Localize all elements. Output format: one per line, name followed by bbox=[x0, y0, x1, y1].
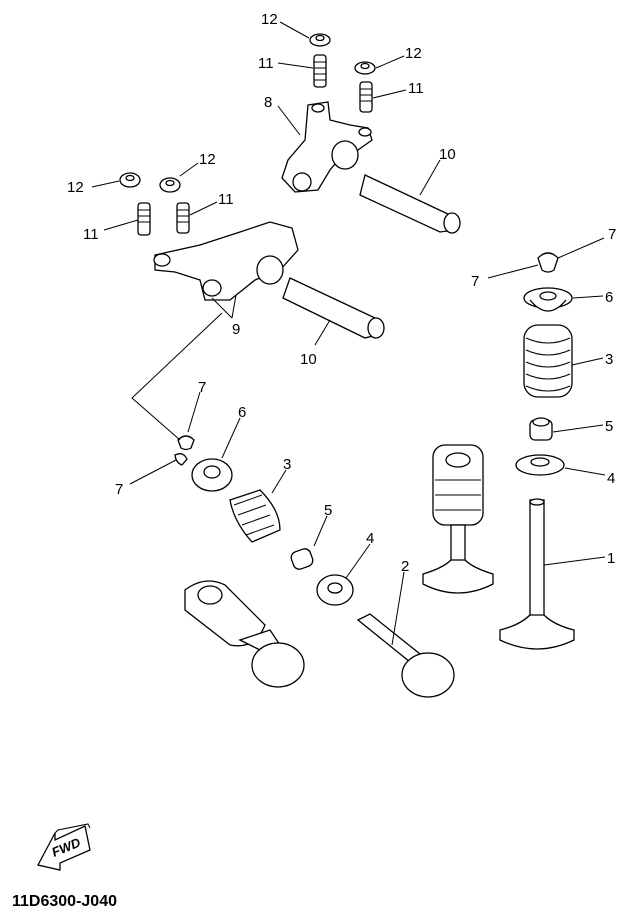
parts-drawing bbox=[119, 33, 575, 698]
forward-direction-arrow-icon: FWD bbox=[37, 823, 91, 871]
locknut-left-2 bbox=[159, 177, 181, 193]
spring-retainer-left bbox=[191, 458, 233, 492]
adjuster-upper-right bbox=[359, 81, 373, 113]
valve-stem-seal-right bbox=[529, 417, 553, 441]
valve-spring-left bbox=[229, 489, 281, 543]
locknut-upper-right bbox=[354, 61, 376, 75]
leader-lines bbox=[91, 21, 606, 646]
callout-8: 8 bbox=[264, 94, 272, 111]
callout-10: 10 bbox=[439, 146, 456, 163]
callout-9: 9 bbox=[232, 321, 240, 338]
callout-11: 11 bbox=[258, 55, 274, 72]
spring-seat-right bbox=[515, 454, 565, 476]
callout-11: 11 bbox=[408, 80, 424, 97]
rocker-arm-upper bbox=[281, 101, 373, 193]
callout-3: 3 bbox=[605, 351, 613, 368]
callout-5: 5 bbox=[324, 502, 332, 519]
callout-labels: 12 11 12 11 8 10 12 12 11 11 7 7 6 9 3 1… bbox=[67, 11, 616, 575]
locknut-upper-left bbox=[309, 33, 331, 47]
valve-assembly-left bbox=[184, 580, 305, 688]
callout-7: 7 bbox=[608, 226, 616, 243]
callout-12: 12 bbox=[261, 11, 278, 28]
locknut-left-1 bbox=[119, 172, 141, 188]
drawing-code: 11D6300-J040 bbox=[12, 893, 117, 910]
spring-retainer-right bbox=[523, 287, 573, 312]
adjuster-upper-left bbox=[313, 54, 327, 88]
callout-3: 3 bbox=[283, 456, 291, 473]
callout-5: 5 bbox=[605, 418, 613, 435]
callout-6: 6 bbox=[605, 289, 613, 306]
rocker-shaft-upper bbox=[359, 174, 461, 234]
callout-6: 6 bbox=[238, 404, 246, 421]
adjuster-left-1 bbox=[137, 202, 151, 236]
rocker-shaft-lower bbox=[282, 277, 385, 339]
callout-11: 11 bbox=[83, 226, 99, 243]
spring-seat-left bbox=[316, 574, 354, 606]
callout-7: 7 bbox=[115, 481, 123, 498]
callout-2: 2 bbox=[401, 558, 409, 575]
valve-cotter-right bbox=[537, 252, 559, 273]
valve-stem-seal-left bbox=[290, 548, 314, 570]
callout-11: 11 bbox=[218, 191, 234, 208]
callout-4: 4 bbox=[607, 470, 615, 487]
callout-12: 12 bbox=[405, 45, 422, 62]
rocker-arm-lower bbox=[153, 221, 299, 301]
valve-assembly-center bbox=[422, 444, 494, 594]
valve-intake bbox=[356, 613, 455, 698]
callout-1: 1 bbox=[607, 550, 615, 567]
valve-cotter-left bbox=[174, 435, 195, 466]
callout-7: 7 bbox=[198, 379, 206, 396]
callout-12: 12 bbox=[199, 151, 216, 168]
callout-7: 7 bbox=[471, 273, 479, 290]
valve-exhaust bbox=[499, 498, 575, 650]
adjuster-left-2 bbox=[176, 202, 190, 234]
callout-4: 4 bbox=[366, 530, 374, 547]
valve-spring-right bbox=[523, 324, 573, 398]
callout-10: 10 bbox=[300, 351, 317, 368]
callout-12: 12 bbox=[67, 179, 84, 196]
